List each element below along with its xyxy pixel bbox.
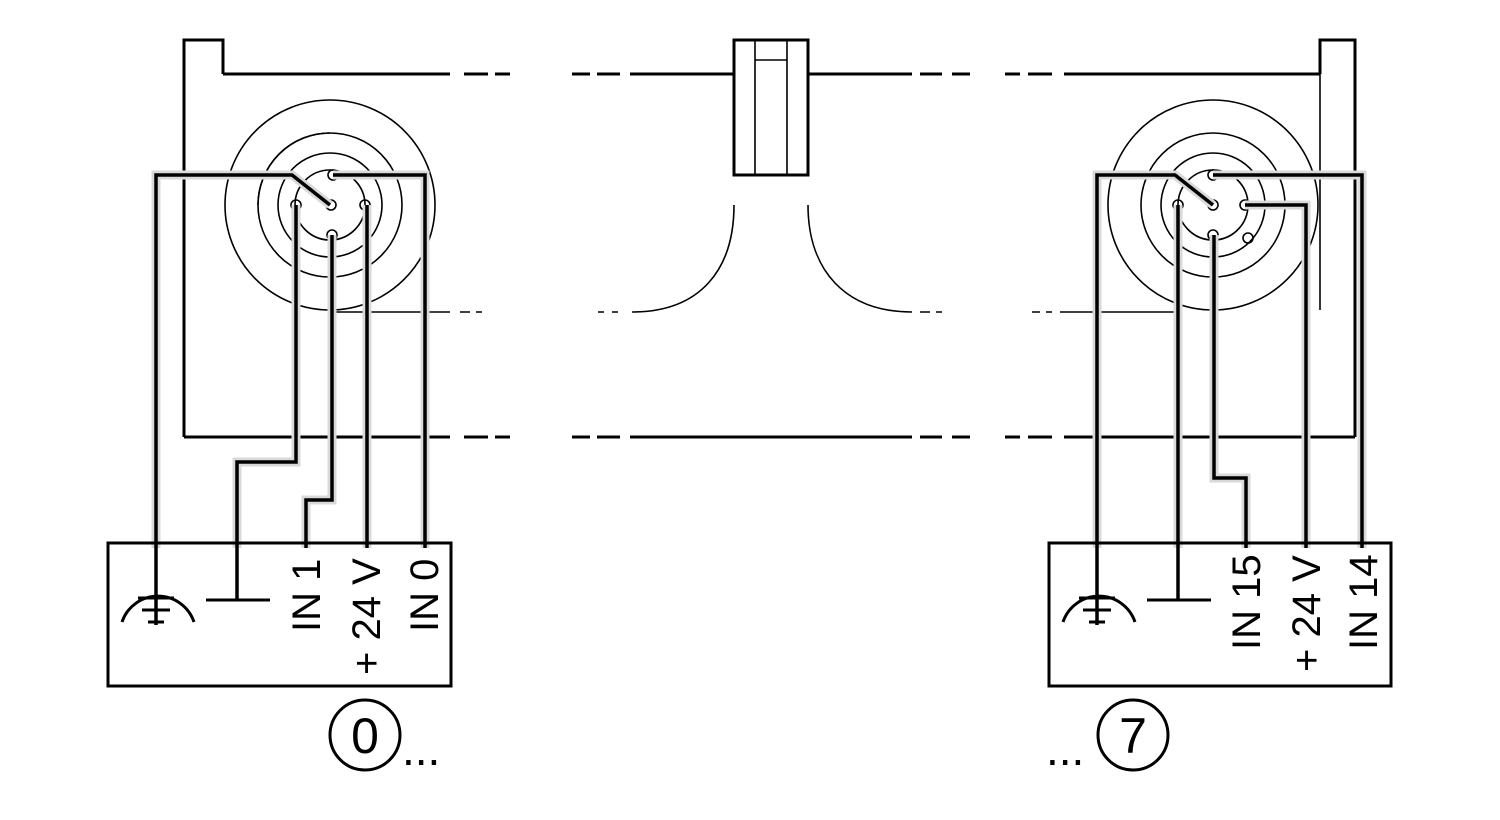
protective-earth-icon xyxy=(1061,548,1137,625)
ground-icon xyxy=(206,548,270,602)
wire-pe-left xyxy=(154,173,332,548)
module-number-right: 7 ... xyxy=(1046,698,1170,775)
protective-earth-icon xyxy=(120,548,196,625)
wire-24v-right xyxy=(1245,203,1308,548)
module-number-right-text: 7 xyxy=(1119,708,1147,764)
module-number-left: 0 ... xyxy=(328,698,440,775)
ellipsis-left: ... xyxy=(402,723,440,775)
m12-connector-left xyxy=(224,99,436,311)
terminal-block-right: IN 15 + 24 V IN 14 xyxy=(1047,541,1393,688)
wire-pe-right xyxy=(1095,173,1215,548)
wire-in14 xyxy=(1213,173,1364,548)
terminal-label-24v: + 24 V xyxy=(1285,555,1329,672)
wire-gnd-left xyxy=(235,205,298,548)
wire-in15 xyxy=(1212,235,1248,548)
ground-icon xyxy=(1147,548,1211,602)
terminal-label-in0: IN 0 xyxy=(403,559,447,632)
wire-in0 xyxy=(333,173,427,548)
wire-in1 xyxy=(304,235,334,548)
terminal-label-in15: IN 15 xyxy=(1225,554,1269,650)
wires-left xyxy=(151,170,430,548)
terminal-label-24v: + 24 V xyxy=(345,558,389,675)
wires-right xyxy=(1092,170,1367,548)
mounting-rail xyxy=(182,38,1357,439)
terminal-block-left: IN 1 + 24 V IN 0 xyxy=(106,541,453,688)
module-number-left-text: 0 xyxy=(351,708,379,764)
ellipsis-right: ... xyxy=(1046,723,1084,775)
terminal-label-in14: IN 14 xyxy=(1342,554,1386,650)
terminal-label-in1: IN 1 xyxy=(285,559,329,632)
